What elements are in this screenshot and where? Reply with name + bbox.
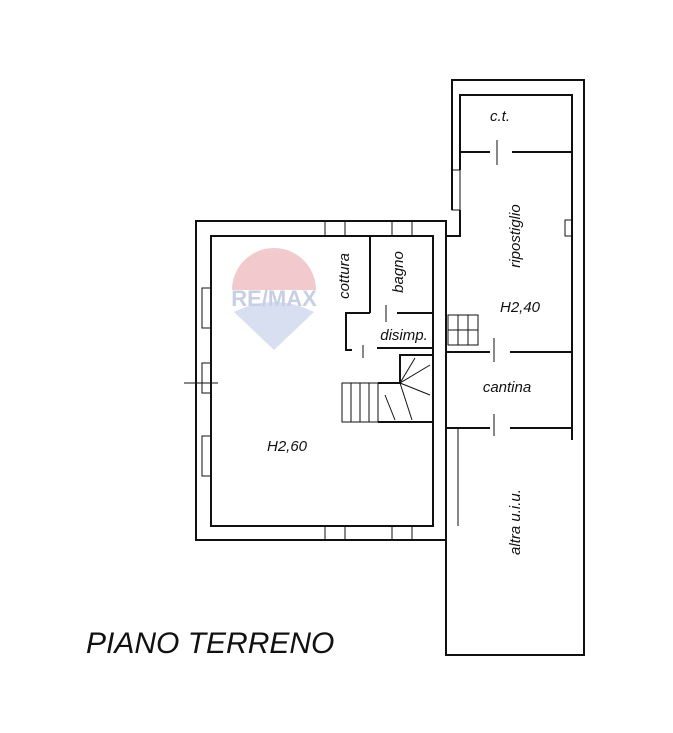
room-label-disimp: disimp. — [380, 327, 428, 344]
room-height-annex: H2,40 — [500, 299, 541, 316]
room-label-cantina: cantina — [483, 379, 531, 396]
room-label-cottura: cottura — [336, 253, 353, 299]
remax-watermark: RE/MAX — [231, 248, 317, 350]
room-label-altra-uiu: altra u.i.u. — [507, 489, 524, 555]
room-height-main: H2,60 — [267, 438, 308, 455]
annex-walls — [445, 79, 585, 656]
room-label-ripostiglio: ripostiglio — [507, 204, 524, 267]
room-label-bagno: bagno — [390, 251, 407, 293]
watermark-text: RE/MAX — [231, 286, 317, 311]
plan-title: PIANO TERRENO — [86, 627, 334, 660]
room-label-ct: c.t. — [490, 108, 510, 125]
main-house-walls — [184, 220, 447, 541]
